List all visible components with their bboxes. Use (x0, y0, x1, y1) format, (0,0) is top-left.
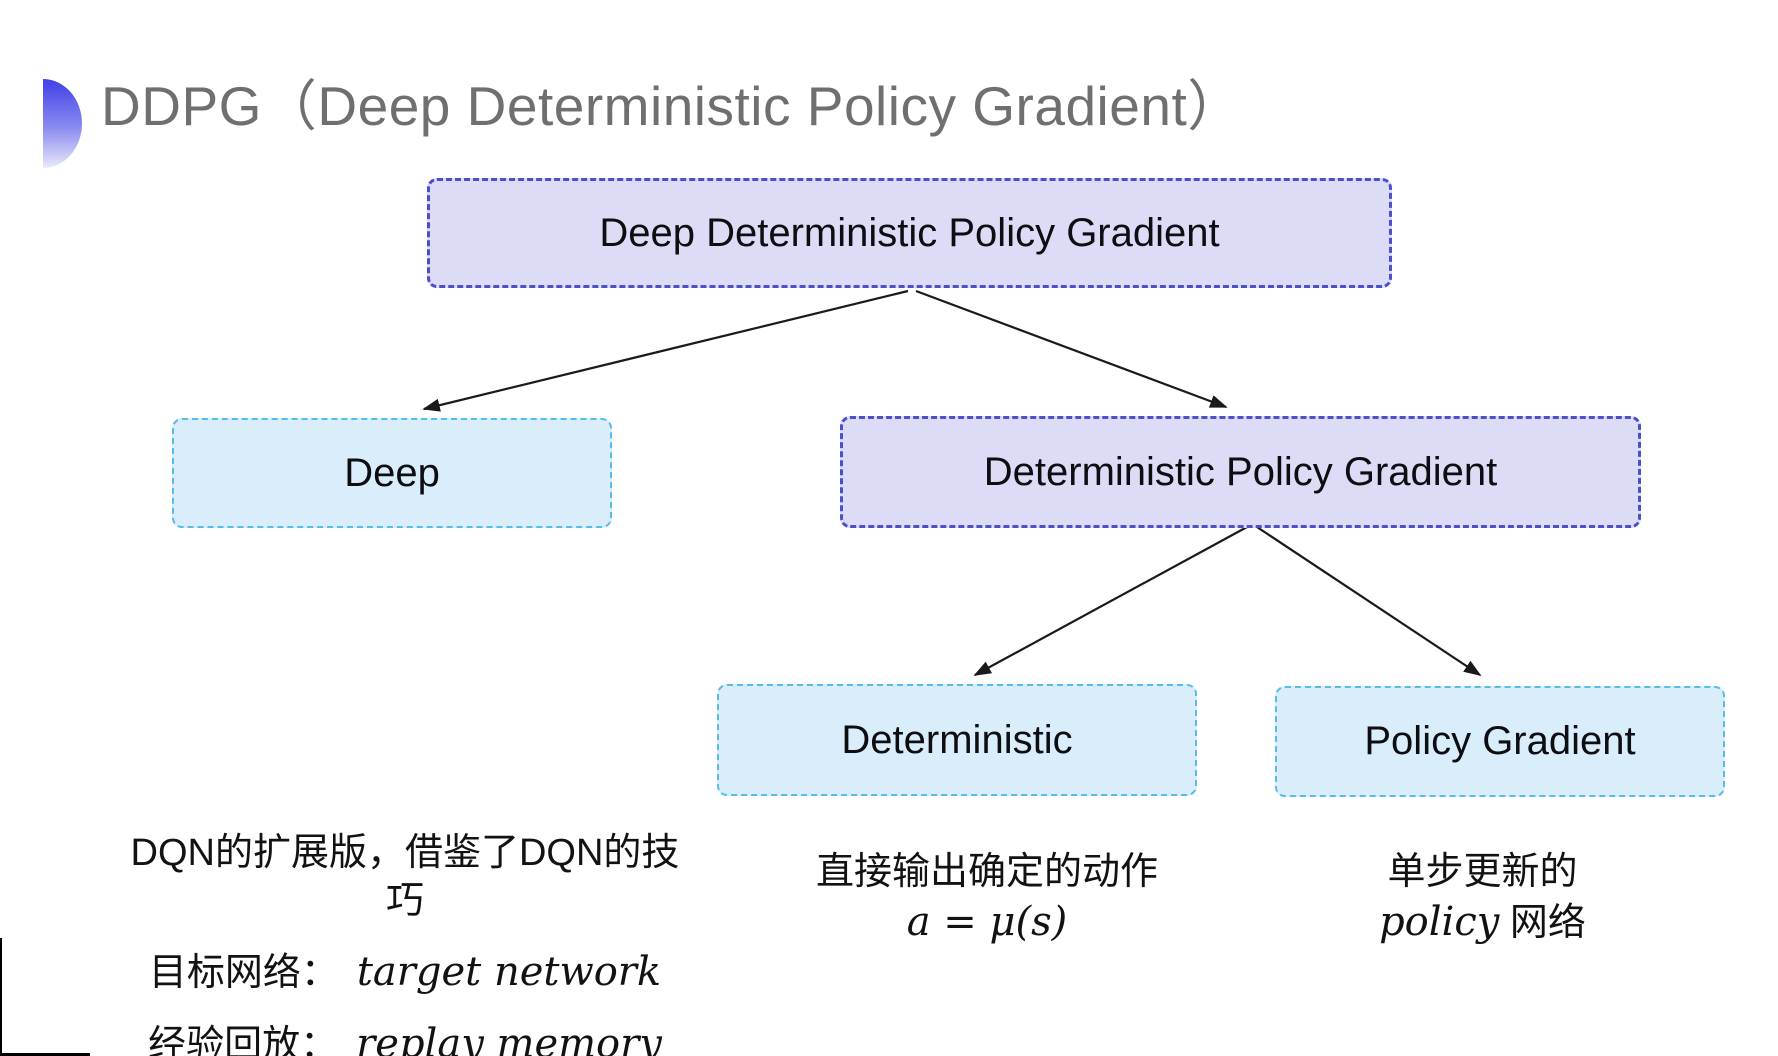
note-policy-gradient-line1: 单步更新的 (1387, 851, 1578, 893)
arrow-dpg-to-deterministic (973, 526, 1248, 676)
note-policy-gradient-line2: policy 网络 (1260, 898, 1705, 947)
note-deterministic-line1: 直接输出确定的动作 (815, 851, 1158, 893)
node-deep-deterministic-policy-gradient: Deep Deterministic Policy Gradient (427, 178, 1392, 288)
note-deep-line2: 目标网络： target network (120, 948, 690, 997)
note-deep-line3-cn: 经验回放： (148, 1024, 339, 1056)
note-policy-gradient-line2-en: policy (1379, 899, 1500, 945)
node-label: Deep (344, 450, 440, 495)
page-title: DDPG（Deep Deterministic Policy Gradient） (101, 75, 1243, 137)
note-deep-line3-en: replay memory (356, 1021, 662, 1056)
node-label: Deep Deterministic Policy Gradient (599, 210, 1220, 255)
node-label: Deterministic Policy Gradient (983, 449, 1498, 494)
bottom-edge-line (0, 1053, 90, 1056)
node-policy-gradient: Policy Gradient (1275, 686, 1725, 797)
note-deep-line2-en: target network (356, 949, 662, 995)
title-accent-half-circle-icon (43, 79, 82, 168)
note-deep-line1: DQN的扩展版，借鉴了DQN的技巧 (130, 832, 680, 922)
node-deterministic-policy-gradient: Deterministic Policy Gradient (840, 416, 1641, 528)
note-policy-gradient: 单步更新的 policy 网络 (1260, 848, 1705, 947)
node-label: Policy Gradient (1364, 719, 1636, 763)
arrow-root-to-dpg (915, 289, 1228, 409)
arrow-root-to-deep (422, 289, 909, 412)
node-label: Deterministic (841, 717, 1073, 762)
node-deterministic: Deterministic (717, 684, 1197, 796)
note-policy-gradient-line2-cn: 网络 (1509, 902, 1586, 944)
left-edge-line (0, 938, 2, 1056)
note-deep-line2-cn: 目标网络： (148, 952, 339, 994)
node-deep: Deep (172, 418, 612, 528)
note-deterministic: 直接输出确定的动作 a = μ(s) (762, 848, 1212, 946)
note-deep: DQN的扩展版，借鉴了DQN的技巧 目标网络： target network 经验… (120, 829, 690, 1056)
note-deterministic-formula: a = μ(s) (906, 899, 1068, 945)
note-deep-line3: 经验回放： replay memory (120, 1020, 690, 1056)
arrow-dpg-to-policy-gradient (1256, 526, 1482, 676)
